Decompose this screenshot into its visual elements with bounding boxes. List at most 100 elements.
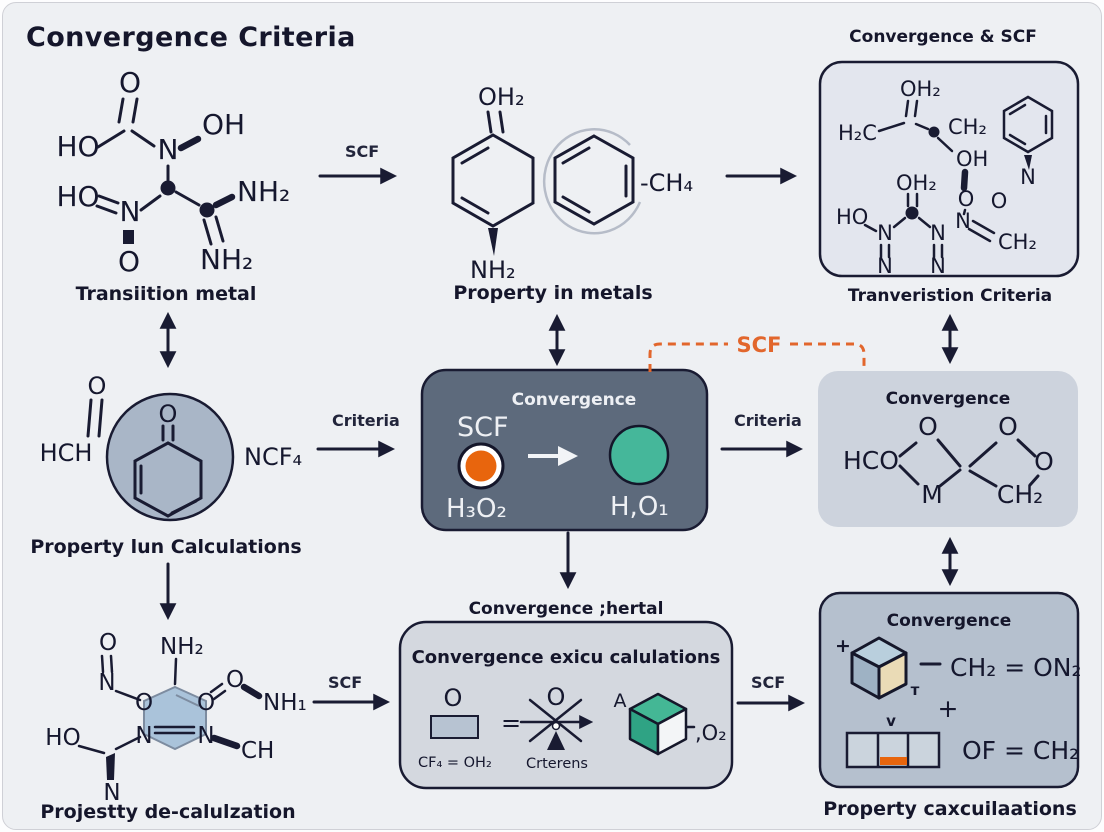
cells-row: [845, 731, 941, 769]
atom-o-mid: O: [547, 683, 566, 711]
atom-nh1: NH₁: [263, 690, 307, 716]
atom-ch4: -CH₄: [640, 169, 693, 197]
center-box-right-formula: H,O₁: [610, 492, 669, 522]
atom-m: M: [921, 480, 943, 509]
header-convergence-scf: Convergence & SCF: [849, 27, 1037, 47]
triangle-up: [547, 731, 565, 750]
ring-in-circle: [133, 441, 203, 518]
criteria-arrow-left: Criteria: [316, 411, 400, 458]
atom-ho2: HO: [56, 180, 99, 213]
convergence-mid-right-box: Convergence HCO O O O M CH₂: [818, 371, 1078, 527]
atom-nh2: NH₂: [470, 256, 516, 284]
atom-hch: HCH: [40, 439, 93, 467]
caption-property-cax: Property caxcuilaations: [823, 798, 1077, 820]
atom-o-left: O: [444, 684, 463, 712]
criteria-arrow-right: Criteria: [720, 411, 804, 458]
atom-n3: N: [955, 209, 971, 233]
orange-dot: [465, 450, 497, 482]
atom-ch2: CH₂: [997, 480, 1043, 509]
atom-oh: OH: [202, 108, 245, 141]
plus-top: +: [835, 635, 851, 657]
formula-ch2-on2: CH₂ = ON₂: [950, 653, 1082, 682]
atom-nh2: NH₂: [160, 634, 204, 660]
scf-arrow-bottom-left: SCF: [312, 673, 391, 711]
atom-n2: N: [930, 221, 946, 245]
ring-left: [451, 133, 535, 228]
criteria-left-label: Criteria: [332, 411, 400, 430]
bottom-right-title: Convergence: [887, 611, 1012, 631]
atom-oh2: OH₂: [478, 83, 525, 111]
atom-n4: N: [877, 254, 893, 278]
atom-n-ring-l: N: [135, 723, 152, 749]
atom-o-out: O: [226, 667, 244, 693]
crterens-label: Crterens: [526, 756, 588, 772]
atom-o1: O: [958, 187, 975, 211]
carbon-dot: [199, 202, 215, 218]
transition-metal-molecule: O HO N OH HO N NH₂ NH₂ O Transiiti: [56, 66, 290, 305]
caption-property-lun: Property lun Calculations: [30, 536, 301, 558]
atom-o: O: [119, 66, 141, 99]
atom-o3: O: [1034, 447, 1054, 476]
formula-of-ch2: OF = CH₂: [962, 736, 1079, 765]
atom-n: N: [158, 133, 179, 166]
caption-transition-metal: Transiition metal: [76, 283, 257, 305]
sketch-circle: [542, 128, 642, 235]
t-label: т: [911, 681, 920, 699]
scf-arrow-top-label: SCF: [345, 142, 379, 161]
atom-ncf4: NCF₄: [244, 443, 302, 471]
atom-n2: N: [120, 195, 141, 228]
center-box-title: Convergence: [512, 390, 637, 410]
convergence-scf-box: OH₂ H₂C CH₂ OH O O OH₂ HO N N N: [818, 60, 1080, 278]
atom-o1: O: [99, 630, 117, 656]
property-lun-molecule: O HCH O NCF₄ Property lun Calculations: [30, 372, 302, 621]
caption-convergence-hertal: Convergence ;hertal: [469, 599, 664, 619]
property-in-metals-molecule: OH₂ NH₂ -CH₄ Property in metals: [451, 83, 693, 304]
atom-oh2a: OH₂: [900, 77, 941, 101]
property-calculations-box: Convergence + т CH₂ = ON₂ + v OF = CH₂: [818, 591, 1082, 789]
ring-benzene-small: [1002, 95, 1054, 154]
wedge-bond: [488, 228, 498, 256]
formula-cf4: CF₄ = OH₂: [418, 755, 492, 771]
atom-o-ring-l: O: [135, 690, 153, 716]
atom-hco: HCO: [843, 446, 899, 475]
atom-o2: O: [991, 189, 1008, 213]
atom-n6: N: [1020, 165, 1036, 189]
atom-ch2b: CH₂: [998, 230, 1037, 254]
teal-cube-icon: [628, 692, 688, 756]
page-title: Convergence Criteria: [26, 22, 356, 53]
atom-oh2b: OH₂: [896, 171, 937, 195]
o2-label: ,O₂: [695, 721, 727, 745]
scf-arrow-bottom-right: SCF: [736, 673, 806, 712]
a-label: A: [614, 690, 627, 712]
atom-h2c: H₂C: [838, 121, 877, 145]
atom-n5: N: [930, 254, 946, 278]
atom-o-ring-r: O: [197, 690, 215, 716]
orange-bar: [880, 757, 907, 765]
exicu-title: Convergence exicu calulations: [412, 647, 721, 668]
teal-dot: [608, 424, 670, 486]
center-box-left-formula: H₃O₂: [446, 494, 507, 524]
convergence-exicu-box: Convergence exicu calulations O CF₄ = OH…: [398, 620, 734, 790]
star-line: [528, 698, 583, 743]
atom-ho: HO: [836, 205, 868, 229]
atom-o2: O: [118, 245, 140, 278]
equals-sign: =: [501, 709, 521, 737]
v-label: v: [886, 712, 896, 730]
atom-ho: HO: [45, 725, 80, 751]
ring-benzene: [553, 134, 635, 226]
criteria-right-label: Criteria: [734, 411, 802, 430]
atom-n-bottom: N: [103, 780, 120, 806]
atom-ch: CH: [241, 738, 274, 764]
small-rectangle: [430, 715, 479, 739]
caption-property-in-metals: Property in metals: [453, 282, 652, 304]
carbon-dot: [160, 180, 176, 196]
atom-ch2a: CH₂: [948, 115, 987, 139]
projestty-molecule: NH₂ O N O O N N O NH₁ HO N CH Projestty …: [40, 630, 306, 823]
convergence-center-box: Convergence SCF H₃O₂ H,O₁: [420, 368, 709, 532]
atom-n1: N: [877, 221, 893, 245]
atom-ho: HO: [56, 130, 99, 163]
atom-oh: OH: [956, 147, 988, 171]
atom-nh2b: NH₂: [200, 243, 253, 276]
